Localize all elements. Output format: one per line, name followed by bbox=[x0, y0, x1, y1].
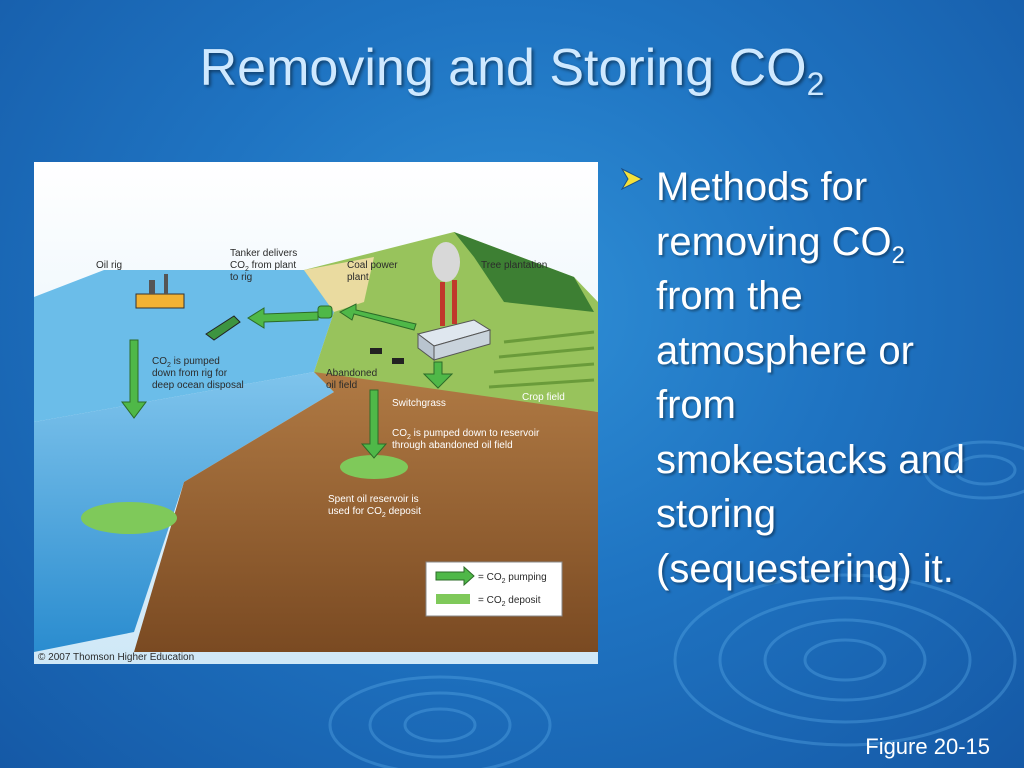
label-reservoir-1: CO2 is pumped down to reservoir bbox=[392, 428, 540, 441]
figure-caption: Figure 20-15 bbox=[865, 734, 990, 759]
label-coal-1: Coal power bbox=[347, 260, 398, 271]
label-tanker-1: Tanker delivers bbox=[230, 248, 297, 259]
label-pump-2: down from rig for bbox=[152, 368, 228, 379]
legend-co2-deposit: = CO2 deposit bbox=[478, 595, 541, 608]
label-reservoir-2: through abandoned oil field bbox=[392, 440, 513, 451]
label-tanker-2: CO2 from plant bbox=[230, 260, 296, 273]
label-coal-2: plant bbox=[347, 272, 369, 283]
bullet-text: Methods for removing CO2 from the atmosp… bbox=[656, 165, 966, 591]
slide-title: Removing and Storing CO2 bbox=[199, 39, 825, 102]
label-spent-2: used for CO2 deposit bbox=[328, 506, 421, 519]
label-spent-1: Spent oil reservoir is bbox=[328, 494, 419, 505]
label-abandoned-1: Abandoned bbox=[326, 368, 377, 379]
arrow-bullet-icon bbox=[620, 167, 644, 191]
bullet-point: Methods for removing CO2 from the atmosp… bbox=[620, 160, 1020, 596]
label-crop-field: Crop field bbox=[522, 392, 565, 403]
label-pump-3: deep ocean disposal bbox=[152, 380, 244, 391]
copyright-notice: © 2007 Thomson Higher Education bbox=[38, 652, 194, 663]
label-oil-rig: Oil rig bbox=[96, 260, 122, 271]
co2-storage-diagram: Oil rig Tanker delivers CO2 from plant t… bbox=[34, 162, 598, 664]
label-tanker-3: to rig bbox=[230, 272, 252, 283]
legend-co2-pumping: = CO2 pumping bbox=[478, 572, 547, 585]
label-abandoned-2: oil field bbox=[326, 380, 357, 391]
label-pump-1: CO2 is pumped bbox=[152, 356, 220, 369]
label-tree-plantation: Tree plantation bbox=[481, 260, 547, 271]
label-switchgrass: Switchgrass bbox=[392, 398, 446, 409]
